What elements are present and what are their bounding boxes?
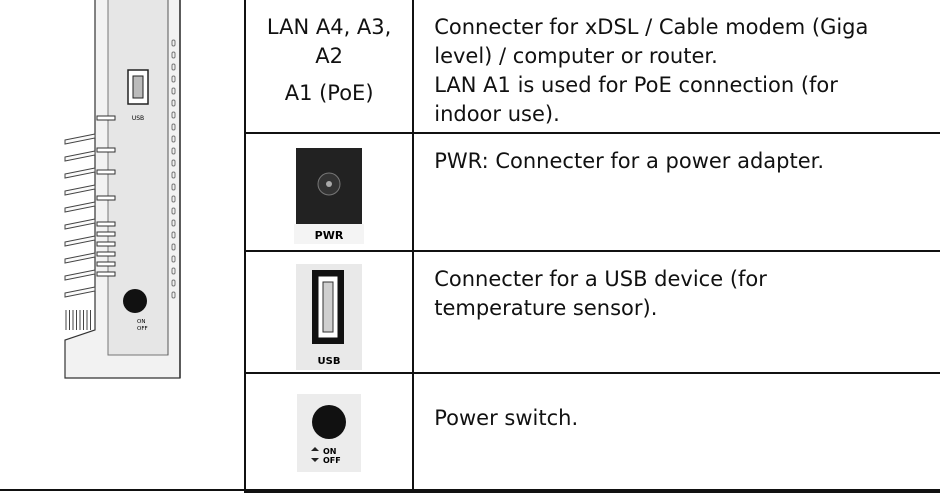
device-switch-off-label: OFF <box>137 326 148 332</box>
description-cell: PWR: Connecter for a power adapter. <box>412 133 940 252</box>
description-line: Connecter for xDSL / Cable modem (Giga <box>434 15 869 39</box>
port-cell: LAN A4, A3, A2 A1 (PoE) <box>243 0 414 134</box>
port-cell: PWR <box>243 133 414 252</box>
description-line: level) / computer or router. <box>434 44 718 68</box>
table-row: LAN A4, A3, A2 A1 (PoE) Connecter for xD… <box>243 0 940 134</box>
usb-port-icon: USB <box>296 264 363 370</box>
table-row: ON OFF Power switch. <box>243 373 940 493</box>
power-jack-icon: PWR <box>294 148 365 244</box>
device-switch-on-label: ON <box>137 319 145 325</box>
bottom-rule <box>0 489 940 491</box>
description-cell: Connecter for a USB device (for temperat… <box>412 251 940 374</box>
description-line: temperature sensor). <box>434 296 658 320</box>
port-cell: USB <box>243 251 414 374</box>
description-cell: Connecter for xDSL / Cable modem (Giga l… <box>412 0 940 134</box>
port-label-line: A1 (PoE) <box>284 81 374 105</box>
description-line: LAN A1 is used for PoE connection (for <box>434 73 838 97</box>
description-cell: Power switch. <box>412 373 940 493</box>
description-line: Connecter for a USB device (for <box>434 267 767 291</box>
device-usb-label: USB <box>132 115 144 122</box>
table-row: USB Connecter for a USB device (for temp… <box>243 251 940 374</box>
switch-on-caption: ON <box>323 447 337 456</box>
port-description-table: LAN A4, A3, A2 A1 (PoE) Connecter for xD… <box>243 0 940 493</box>
port-cell: ON OFF <box>243 373 414 493</box>
description-line: Power switch. <box>434 406 579 430</box>
router-side-illustration: USB ON OFF <box>0 0 240 495</box>
port-label-line: LAN A4, A3, <box>266 15 392 39</box>
description-line: indoor use). <box>434 102 560 126</box>
table-row: PWR PWR: Connecter for a power adapter. <box>243 133 940 252</box>
power-switch-icon: ON OFF <box>297 394 362 472</box>
switch-off-caption: OFF <box>323 456 341 465</box>
pwr-caption: PWR <box>315 229 344 242</box>
description-line: PWR: Connecter for a power adapter. <box>434 149 825 173</box>
usb-caption: USB <box>318 356 341 367</box>
port-label-line: A2 <box>315 44 343 68</box>
